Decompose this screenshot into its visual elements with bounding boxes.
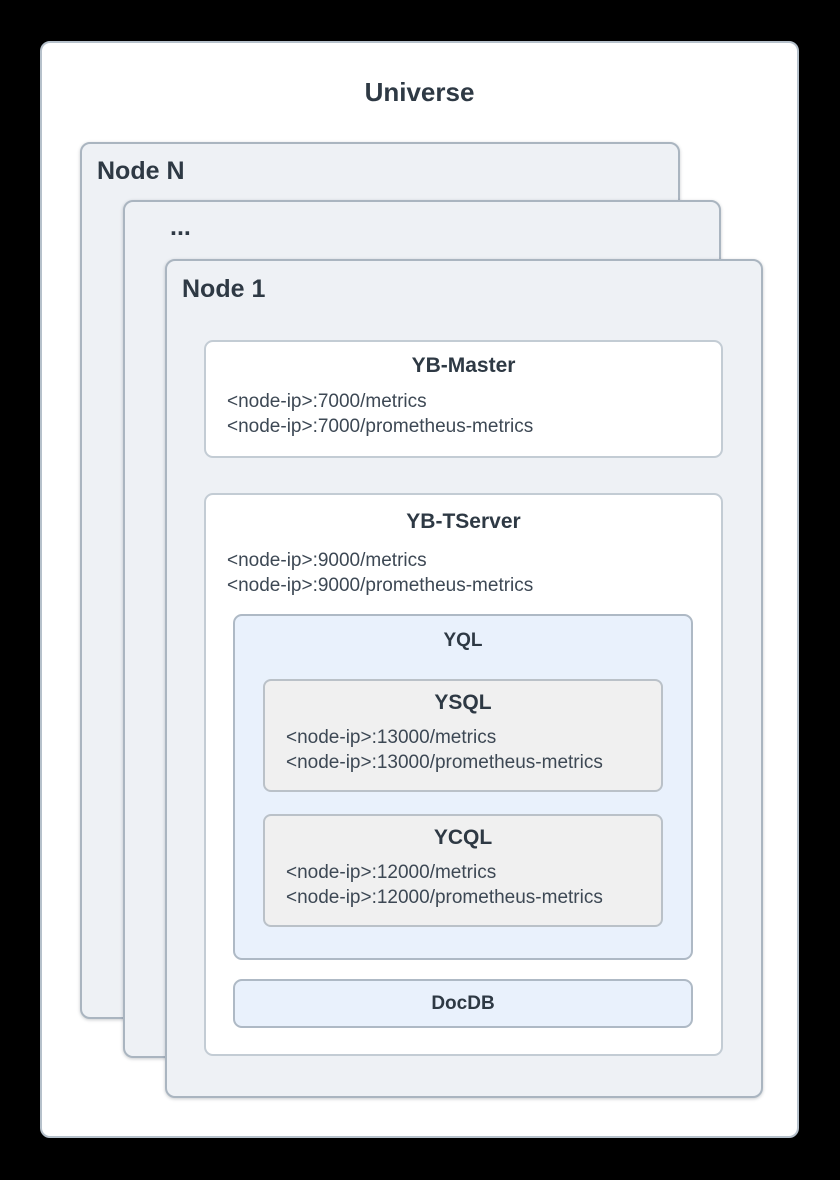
- node-ellipsis-box: ... Node 1 YB-Master <node-ip>:7000/metr…: [123, 200, 763, 1098]
- ysql-metric-line: <node-ip>:13000/metrics: [286, 727, 497, 748]
- universe-title: Universe: [364, 77, 475, 107]
- yql-box: YQL YSQL <node-ip>:13000/metrics <node-i…: [233, 614, 693, 960]
- yb-master-metric-line: <node-ip>:7000/prometheus-metrics: [227, 416, 534, 437]
- yb-tserver-metric-line: <node-ip>:9000/metrics: [227, 550, 427, 571]
- ysql-box: YSQL <node-ip>:13000/metrics <node-ip>:1…: [263, 679, 663, 792]
- ycql-metric-line: <node-ip>:12000/prometheus-metrics: [286, 887, 603, 908]
- ycql-box: YCQL <node-ip>:12000/metrics <node-ip>:1…: [263, 814, 663, 927]
- yb-tserver-title: YB-TServer: [406, 510, 521, 533]
- node-1-box: Node 1 YB-Master <node-ip>:7000/metrics …: [165, 259, 763, 1098]
- docdb-box: DocDB: [233, 979, 693, 1028]
- yb-tserver-metrics: <node-ip>:9000/metrics <node-ip>:9000/pr…: [227, 548, 533, 598]
- yb-master-box: YB-Master <node-ip>:7000/metrics <node-i…: [204, 340, 723, 458]
- yb-tserver-metric-line: <node-ip>:9000/prometheus-metrics: [227, 575, 534, 596]
- node-1-label: Node 1: [182, 275, 266, 303]
- ysql-metric-line: <node-ip>:13000/prometheus-metrics: [286, 752, 603, 773]
- node-ellipsis-label: ...: [170, 213, 191, 241]
- docdb-title: DocDB: [431, 992, 495, 1014]
- ycql-title: YCQL: [433, 826, 493, 849]
- yql-title: YQL: [443, 630, 483, 651]
- universe-box: Universe Node N ... Node 1 YB-Master <no…: [40, 41, 799, 1138]
- yb-master-metric-line: <node-ip>:7000/metrics: [227, 391, 427, 412]
- ysql-title: YSQL: [434, 691, 492, 714]
- ycql-metric-line: <node-ip>:12000/metrics: [286, 862, 497, 883]
- yb-tserver-box: YB-TServer <node-ip>:9000/metrics <node-…: [204, 493, 723, 1056]
- node-n-box: Node N ... Node 1 YB-Master <node-ip>:70…: [80, 142, 763, 1098]
- node-n-label: Node N: [97, 157, 185, 185]
- yb-master-title: YB-Master: [411, 354, 516, 377]
- yb-master-metrics: <node-ip>:7000/metrics <node-ip>:7000/pr…: [227, 389, 533, 439]
- ysql-metrics: <node-ip>:13000/metrics <node-ip>:13000/…: [286, 725, 603, 775]
- ycql-metrics: <node-ip>:12000/metrics <node-ip>:12000/…: [286, 860, 603, 910]
